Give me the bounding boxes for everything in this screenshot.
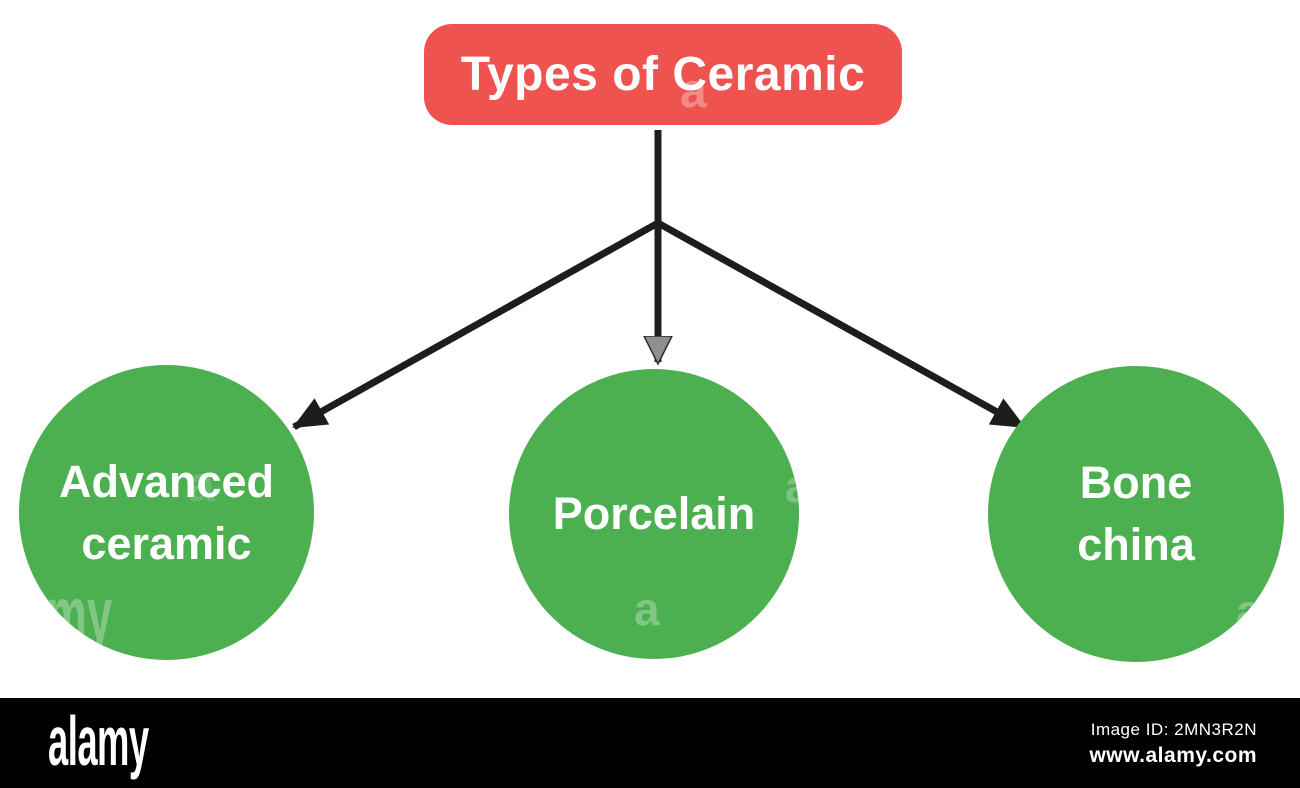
node-label-line: Advanced [58, 455, 275, 507]
node-advanced-ceramic: Advanced ceramic a amy [19, 365, 314, 660]
title-node: Types of Ceramic a [424, 24, 902, 125]
website-text: www.alamy.com [1089, 744, 1257, 767]
node-porcelain: Porcelain a a [509, 369, 799, 659]
footer-bar: alamy Image ID: 2MN3R2N www.alamy.com [0, 698, 1300, 788]
node-bone-china: Bone china a [988, 366, 1284, 662]
diagram-title: Types of Ceramic [460, 48, 866, 101]
node-label-line: china [1077, 519, 1195, 570]
alamy-logo: alamy [48, 702, 149, 780]
footer-attribution: Image ID: 2MN3R2N www.alamy.com [1089, 718, 1257, 769]
image-id-text: Image ID: 2MN3R2N [1090, 720, 1257, 739]
watermark-a-icon: a [1236, 585, 1262, 637]
watermark-a-icon: a [634, 583, 660, 635]
node-label-line: Porcelain [552, 488, 756, 539]
node-label-line: ceramic [81, 517, 252, 569]
watermark-a-icon: a [785, 460, 799, 512]
node-label-line: Bone [1079, 457, 1193, 508]
watermark-alamy-icon: amy [21, 572, 113, 657]
